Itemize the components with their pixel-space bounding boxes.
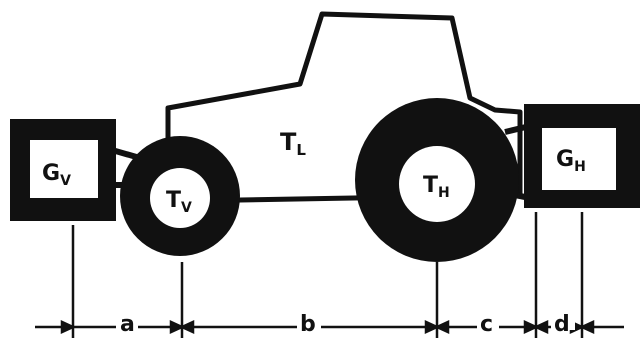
rear-wheel-rim [399, 146, 475, 222]
dim-b-bg [297, 310, 321, 330]
arrow-c-right [523, 320, 540, 334]
front-ballast-label-box [30, 140, 98, 198]
arrow-c-left [433, 320, 450, 334]
arrow-d-outer [578, 320, 595, 334]
tractor-body-main: T [280, 128, 297, 156]
rear-ballast-label: GH [556, 147, 586, 175]
front-wheel-main: T [166, 188, 181, 213]
rear-ballast-main: G [556, 147, 574, 172]
front-ballast-main: G [42, 161, 60, 186]
rear-wheel-sub: H [438, 185, 450, 201]
rear-ballast-label-box [542, 128, 616, 190]
rear-ballast-sub: H [574, 159, 586, 175]
front-ballast-label: GV [42, 161, 71, 189]
arrow-b-left [178, 320, 195, 334]
tractor-body-sub: L [296, 141, 306, 159]
dim-label-a: a [120, 312, 135, 337]
dim-label-d: d [554, 312, 570, 337]
rear-wheel-label: TH [423, 173, 450, 201]
arrow-a-left [60, 320, 77, 334]
dim-label-c: c [480, 312, 493, 337]
arrow-a-right [169, 320, 186, 334]
dim-a-bg [116, 310, 138, 330]
dim-label-b: b [300, 312, 316, 337]
tractor-body-label: TL [280, 128, 306, 159]
dim-d-bg [551, 310, 575, 330]
arrow-b-right [424, 320, 441, 334]
front-wheel-sub: V [181, 200, 192, 216]
front-ballast-sub: V [60, 173, 71, 189]
reference-lines [71, 212, 584, 338]
arrow-d-left [532, 320, 549, 334]
front-wheel-rim [150, 168, 210, 228]
rear-wheel-main: T [423, 173, 438, 198]
front-wheel-label: TV [166, 188, 192, 216]
dim-c-bg [477, 310, 499, 330]
